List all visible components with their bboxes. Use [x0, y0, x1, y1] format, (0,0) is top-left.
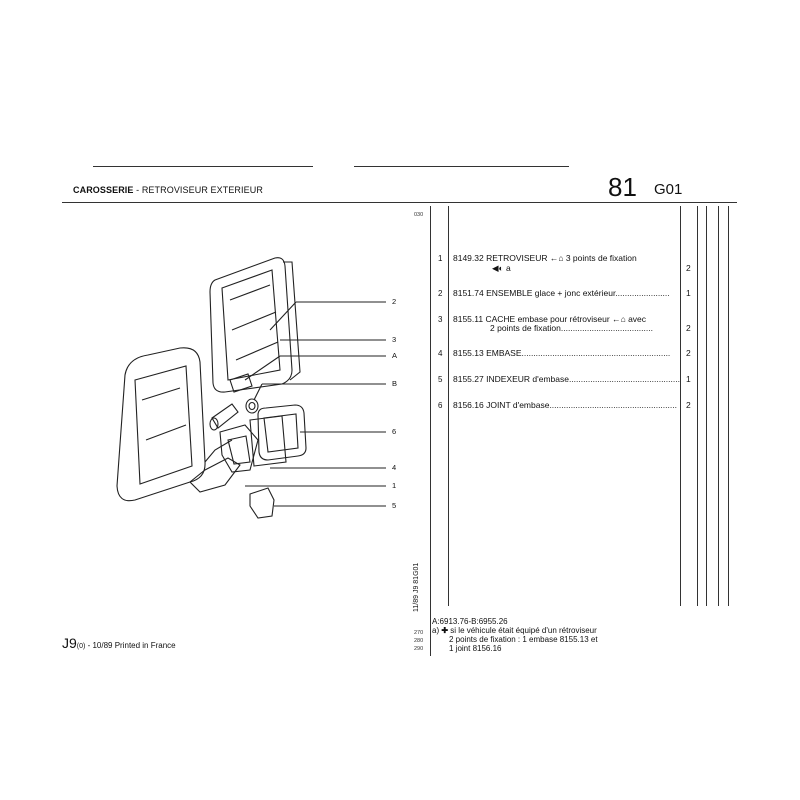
table-rule-c1	[706, 206, 707, 606]
section-number: 81	[608, 172, 637, 202]
row-reference-line2: ◀◐ a	[492, 263, 511, 273]
row-reference: 8155.11 CACHE embase pour rétroviseur ←⌂…	[453, 314, 647, 324]
table-rule-qty-r	[697, 206, 698, 606]
footer-imprint: J9(0) - 10/89 Printed in France	[62, 635, 176, 651]
callout-3: 3	[392, 335, 397, 344]
margin-code-290: 290	[414, 646, 424, 652]
row-reference: 8149.32 RETROVISEUR ←⌂ 3 points de fixat…	[453, 253, 637, 263]
row-reference: 8155.13 EMBASE..........................…	[453, 348, 671, 358]
row-quantity: 2	[686, 400, 691, 410]
note-line-2: a) ✚ si le véhicule était équipé d'un ré…	[432, 626, 597, 635]
row-reference: 8156.16 JOINT d'embase..................…	[453, 400, 677, 410]
row-quantity: 2	[686, 348, 691, 358]
vertical-code: 11/89 J9 81G01	[413, 562, 420, 612]
row-quantity: 2	[686, 323, 691, 333]
callout-1: 1	[392, 481, 397, 490]
table-rule-c2	[718, 206, 719, 606]
table-rule-c3	[728, 206, 729, 606]
callout-4: 4	[392, 463, 397, 472]
row-quantity: 1	[686, 288, 691, 298]
cross-icon: ✚	[441, 626, 449, 635]
house-icon: ←⌂	[609, 314, 626, 324]
left-hand-icon: ◀◐	[492, 263, 507, 273]
row-index: 5	[438, 375, 443, 384]
row-index: 6	[438, 401, 443, 410]
margin-code-270: 270	[414, 630, 424, 636]
row-index: 4	[438, 349, 443, 358]
row-reference-line2: 2 points de fixation....................…	[490, 323, 653, 333]
callout-5: 5	[392, 501, 397, 510]
table-rule-qty-l	[680, 206, 681, 606]
callout-A: A	[392, 351, 398, 360]
row-reference: 8155.27 INDEXEUR d'embase...............…	[453, 374, 680, 384]
callout-2: 2	[392, 297, 397, 306]
note-line-4: 1 joint 8156.16	[449, 644, 502, 653]
note-line-1: A:6913.76-B:6955.26	[432, 617, 508, 626]
house-icon: ←⌂	[547, 253, 564, 263]
table-rule-idx	[448, 206, 449, 606]
header-rule	[62, 202, 737, 203]
section-code: G01	[654, 181, 683, 198]
note-line-3: 2 points de fixation : 1 embase 8155.13 …	[449, 635, 598, 644]
row-index: 2	[438, 289, 443, 298]
top-rule-2	[354, 166, 569, 167]
callout-6: 6	[392, 427, 397, 436]
row-quantity: 2	[686, 263, 691, 273]
margin-code-top: 030	[414, 212, 424, 218]
page-title: CAROSSERIE - RETROVISEUR EXTERIEUR	[73, 185, 263, 195]
row-index: 3	[438, 315, 443, 324]
top-rule-1	[93, 166, 313, 167]
row-index: 1	[438, 254, 443, 263]
margin-code-280: 280	[414, 638, 424, 644]
table-rule-left	[430, 206, 431, 656]
row-reference: 8151.74 ENSEMBLE glace + jonc extérieur.…	[453, 288, 670, 298]
callout-B: B	[392, 379, 398, 388]
row-quantity: 1	[686, 374, 691, 384]
